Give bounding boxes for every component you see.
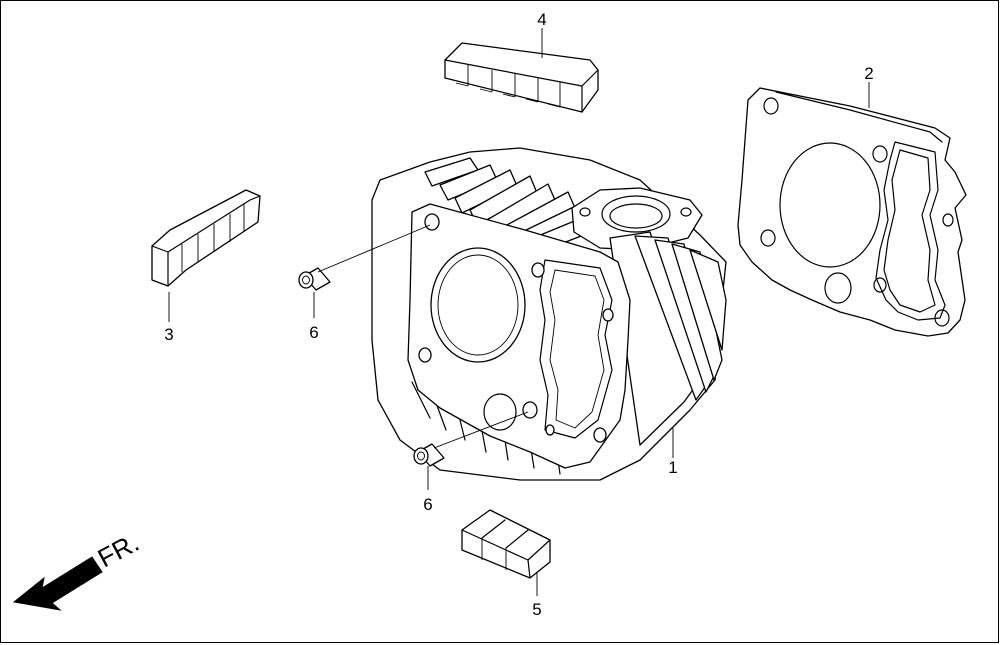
- dowel-pin-lower: [413, 443, 445, 467]
- cylinder-block: [371, 147, 727, 481]
- callout-part-4: 4: [537, 10, 546, 29]
- fin-damper-top: [444, 42, 599, 113]
- front-direction-label: FR.: [93, 527, 144, 573]
- callout-part-1: 1: [668, 458, 677, 477]
- side-cooling-fins: [609, 231, 727, 446]
- leader-lines: [168, 28, 870, 596]
- callout-part-5: 5: [532, 600, 541, 619]
- cylinder-base-gasket: [737, 87, 967, 337]
- intake-port: [571, 187, 703, 251]
- callout-part-6b: 6: [423, 495, 432, 514]
- front-direction-indicator: FR.: [12, 527, 144, 611]
- callout-part-2: 2: [864, 64, 873, 83]
- fin-damper-left: [151, 189, 261, 287]
- dowel-pin-upper: [298, 267, 331, 291]
- callout-part-6a: 6: [309, 323, 318, 342]
- cylinder-head-face: [407, 203, 631, 469]
- front-arrow-icon: [12, 556, 103, 611]
- callout-part-3: 3: [164, 325, 173, 344]
- fin-damper-bottom: [461, 509, 551, 579]
